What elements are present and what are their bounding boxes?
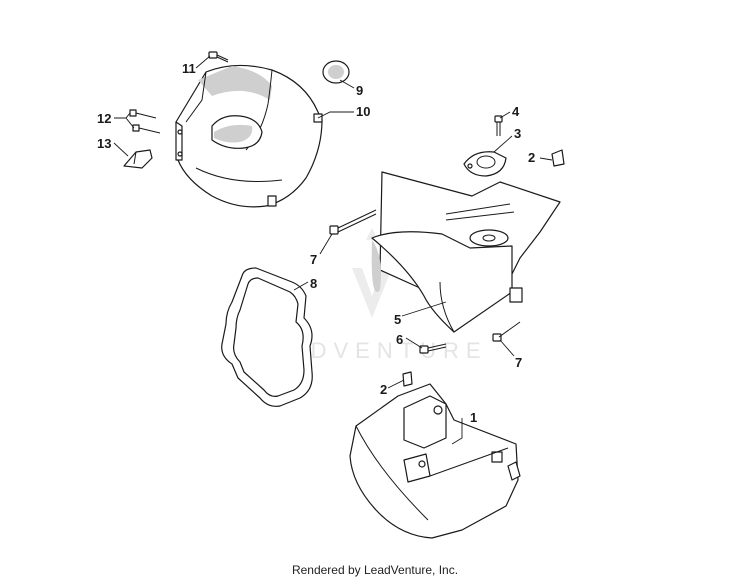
- callout-9: 9: [356, 83, 363, 98]
- shroud-part: [371, 171, 561, 333]
- gasket-8-part: [221, 267, 313, 407]
- callout-12: 12: [97, 111, 111, 126]
- bolt-7-lower-part: [492, 321, 521, 342]
- screw-4-part: [494, 115, 503, 136]
- leader-lines: [113, 55, 553, 445]
- gasket-3-part: [463, 151, 507, 177]
- callout-7-lower: 7: [515, 355, 522, 370]
- callout-4: 4: [512, 104, 520, 119]
- clip-2-upper-part: [551, 149, 565, 167]
- lower-cover-part: [349, 383, 521, 539]
- callout-2-lower: 2: [380, 382, 387, 397]
- bolt-11-part: [208, 51, 229, 63]
- callout-2-upper: 2: [528, 150, 535, 165]
- footer-credit: Rendered by LeadVenture, Inc.: [291, 563, 459, 577]
- callout-10: 10: [356, 104, 370, 119]
- callout-6: 6: [396, 332, 403, 347]
- callout-7-upper: 7: [310, 252, 317, 267]
- callout-8: 8: [310, 276, 317, 291]
- callout-5: 5: [394, 312, 401, 327]
- bolt-7-upper-part: [329, 209, 377, 235]
- callout-3: 3: [514, 126, 521, 141]
- callout-11: 11: [182, 61, 196, 76]
- screws-12-part: [129, 109, 161, 134]
- clip-2-lower-part: [402, 371, 413, 387]
- blower-housing-part: [175, 64, 323, 208]
- grommet-9-part: [322, 60, 350, 84]
- callout-13: 13: [97, 136, 111, 151]
- clamp-13-part: [123, 149, 153, 169]
- callout-1: 1: [470, 410, 477, 425]
